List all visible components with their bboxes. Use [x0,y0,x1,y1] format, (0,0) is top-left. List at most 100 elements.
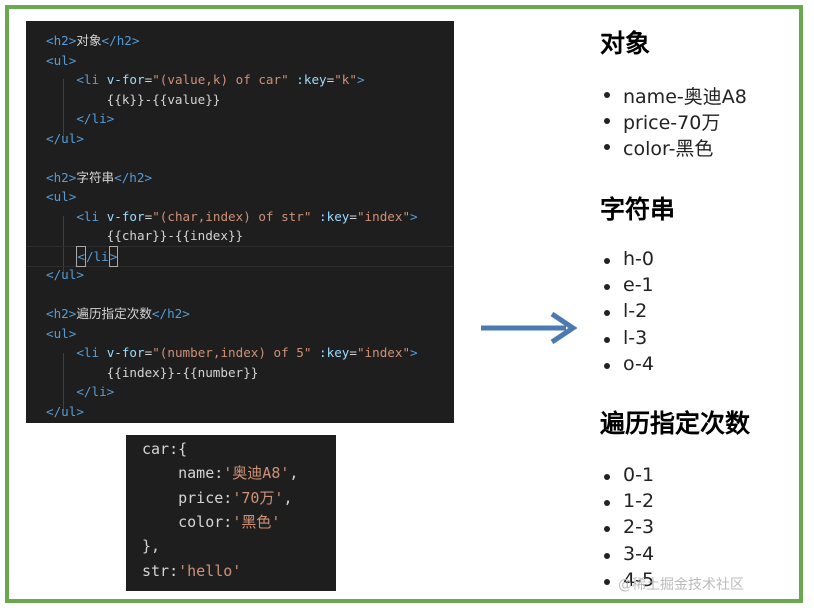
code-line: <li v-for="(char,index) of str" :key="in… [46,207,418,227]
code-token: color: [142,512,233,531]
current-line-highlight [26,246,454,267]
code-token: 字符串 [76,169,115,185]
code-token [46,209,76,224]
template-code-editor[interactable]: <h2>对象</h2><ul> <li v-for="(value,k) of … [26,21,454,423]
code-token: </li> [76,111,115,126]
list-item: price-70万 [603,108,720,135]
code-line: color:'黑色' [142,510,280,534]
code-line: {{index}}-{{number}} [46,363,259,383]
code-token: > [410,208,418,224]
code-token: {{index}}-{{number}} [46,364,259,380]
code-line: <h2>字符串</h2> [46,168,152,188]
code-line: name:'奥迪A8', [142,461,298,485]
code-token: = [349,345,357,360]
code-token: '70万' [232,488,284,507]
code-line: car:{ [142,437,187,461]
code-line: str:'hello' [142,559,241,583]
list-item: color-黑色 [603,134,713,161]
code-token: </ul> [46,403,84,419]
code-token: <h2> [46,306,77,321]
code-token: "k" [334,72,357,87]
code-token: :key [319,208,350,224]
code-token: '奥迪A8' [223,464,290,483]
code-token: {{k}}-{{value}} [46,91,221,107]
code-line: <ul> [46,187,76,207]
indent-guide [63,216,64,274]
code-token: v-for [106,345,145,360]
code-token [46,72,76,87]
code-line: price:'70万', [142,486,292,510]
code-line: </ul> [46,402,84,422]
code-line: <h2>遍历指定次数</h2> [46,304,190,324]
code-token: > [356,72,365,87]
code-token: 遍历指定次数 [76,306,152,321]
code-token: v-for [106,72,145,87]
code-token: = [349,208,357,224]
code-line: </li> [46,109,114,129]
code-token: }, [142,537,161,556]
code-token: 对象 [76,33,102,48]
list-item: o-4 [604,352,654,375]
list-item: 3-4 [603,542,655,565]
watermark: @稀土掘金技术社区 [618,577,744,593]
code-token: "(value,k) of car" [152,72,289,87]
arrow-right-icon [481,311,578,345]
code-line: {{k}}-{{value}} [46,90,221,110]
code-line: {{char}}-{{index}} [46,226,243,246]
indent-guide [63,79,64,137]
section-heading: 遍历指定次数 [600,409,751,438]
code-token: "index" [356,345,411,360]
list-item: l-3 [603,326,648,349]
code-token: </h2> [151,306,190,321]
code-token [311,345,319,360]
code-token: "index" [356,208,411,224]
code-token: /li [85,248,109,264]
code-token: = [144,345,153,360]
code-token: = [144,208,153,224]
code-token: :key [296,72,327,87]
code-token: <li [76,72,107,87]
code-token: <h2> [46,169,77,185]
code-token: {{char}}-{{index}} [46,228,244,243]
code-token: > [410,345,418,360]
code-token: </h2> [114,169,153,185]
code-token: car:{ [142,440,188,458]
code-token: , [289,464,299,483]
code-line: <li v-for="(number,index) of 5" :key="in… [46,343,418,363]
list-item: name-奥迪A8 [604,82,747,109]
data-code-panel[interactable]: car:{ name:'奥迪A8', price:'70万', color:'黑… [126,435,336,591]
code-token: <ul> [46,189,77,204]
code-line: <li v-for="(value,k) of car" :key="k"> [46,70,365,90]
code-token: <li [76,345,107,360]
code-token [46,384,76,399]
code-token: <ul> [46,325,77,341]
list-item: 0-1 [603,464,655,486]
code-token: str: [142,561,179,580]
list-item: l-2 [603,300,648,323]
code-token [46,249,76,264]
code-line: </li> [46,382,114,402]
code-token: :key [319,345,350,360]
code-token: </h2> [101,33,140,48]
code-token: <li [76,208,107,224]
code-token: , [283,488,293,507]
code-token: = [326,72,335,87]
list-item: 1-2 [603,490,655,513]
code-token: <ul> [46,52,77,68]
code-line: <ul> [46,324,76,344]
code-token: </ul> [46,267,84,282]
code-token: name: [142,464,224,483]
code-token [46,345,76,360]
code-line: </ul> [46,265,84,285]
code-token: </ul> [46,130,84,146]
code-token: "(number,index) of 5" [152,345,312,360]
list-item: 2-3 [603,516,655,539]
code-token: < [76,245,86,267]
list-item: 4-5 [603,568,655,591]
code-token [46,111,76,126]
indent-guide [63,353,64,411]
code-token: </li> [76,384,115,399]
code-line: </ul> [46,129,84,149]
code-token: = [144,72,153,87]
section-heading: 字符串 [600,195,676,224]
